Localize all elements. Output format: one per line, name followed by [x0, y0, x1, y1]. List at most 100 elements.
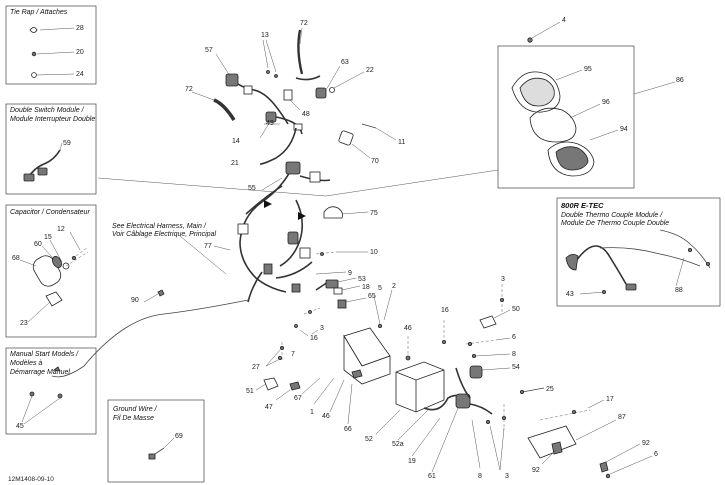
mid-parts: 53 18 65 3 16 27 7 51 47 67 1 46 [246, 276, 376, 420]
thermo-module [565, 254, 579, 271]
callout-12: 12 [57, 226, 65, 233]
wire-57 [231, 79, 289, 125]
callout-68: 68 [12, 255, 20, 262]
etec-box: 800R E-TEC Double Thermo Couple Module /… [556, 197, 721, 307]
callout-43: 43 [566, 291, 574, 298]
thermo-lead-a [573, 245, 627, 285]
callout-22: 22 [366, 67, 374, 74]
callout-59: 59 [63, 140, 71, 147]
tie-rap-clip [29, 27, 38, 33]
callout-67: 67 [294, 395, 302, 402]
callout-6-right: 6 [512, 334, 516, 341]
ground-wire-title-2: Fil De Masse [113, 415, 154, 422]
capacitor-box: Capacitor / Condensateur 12 15 60 68 23 [5, 204, 97, 338]
callout-57: 57 [205, 47, 213, 54]
gasket-96 [529, 107, 577, 143]
connector-57b [243, 85, 253, 95]
callout-69: 69 [175, 433, 183, 440]
callout-7: 7 [291, 351, 295, 358]
callout-90: 90 [131, 297, 139, 304]
callout-8-right: 8 [512, 351, 516, 358]
solenoid [455, 393, 471, 409]
capacitor-screw [72, 255, 77, 260]
wire-21 [259, 127, 297, 165]
callout-5: 5 [378, 285, 382, 292]
part-75 [323, 206, 343, 219]
callout-66: 66 [344, 426, 352, 433]
connector-55 [285, 161, 301, 175]
tube-72-top [297, 29, 304, 75]
callout-49: 49 [266, 120, 274, 127]
callout-8-lower: 8 [478, 473, 482, 480]
cover-assembly-box: 86 4 95 96 94 [497, 17, 684, 189]
callout-70: 70 [371, 158, 379, 165]
double-switch-title-2: Module Interrupteur Double [10, 116, 95, 123]
ground-lug [148, 453, 156, 460]
callout-18: 18 [362, 284, 370, 291]
manual-start-screw-b [57, 393, 63, 399]
callout-48: 48 [302, 111, 310, 118]
connector-57 [225, 73, 239, 87]
callout-3-mid: 3 [320, 325, 324, 332]
callout-46-lower: 46 [322, 413, 330, 420]
callout-2: 2 [392, 283, 396, 290]
callout-16-right: 16 [441, 307, 449, 314]
manual-start-title-3: Démarrage Manuel [10, 369, 70, 376]
harness-long-lead [51, 299, 249, 378]
callout-9: 9 [348, 270, 352, 277]
manual-start-box: Manual Start Models / Modèles à Démarrag… [5, 347, 97, 435]
etec-subtitle-2: Module De Thermo Couple Double [561, 220, 669, 227]
capacitor-end [52, 256, 62, 268]
callout-21: 21 [231, 160, 239, 167]
callout-52: 52 [365, 436, 373, 443]
callout-77: 77 [204, 243, 212, 250]
callout-13: 13 [261, 32, 269, 39]
electronic-box-area: 66 46 52 52a 19 61 8 [343, 325, 493, 480]
callout-96: 96 [602, 99, 610, 106]
callout-17: 17 [606, 396, 614, 403]
part-48 [283, 89, 293, 101]
callout-24: 24 [76, 71, 84, 78]
callout-46-upper: 46 [404, 325, 412, 332]
callout-27: 27 [252, 364, 260, 371]
diagram-id: 12M1408-09-10 [8, 476, 54, 483]
callout-92-left: 92 [532, 467, 540, 474]
harness-note-1: See Electrical Harness, Main / [112, 223, 207, 230]
callout-87: 87 [618, 414, 626, 421]
top-center-parts: 57 13 72 72 63 22 48 14 49 21 [185, 20, 405, 167]
callout-92-right: 92 [642, 440, 650, 447]
callout-11: 11 [398, 139, 405, 146]
arrow-mark-b [298, 212, 306, 220]
nut-46 [405, 355, 411, 361]
callout-25: 25 [546, 386, 554, 393]
callout-88: 88 [675, 287, 683, 294]
tie-rap-ring [31, 72, 37, 78]
callout-3-lower: 3 [505, 473, 509, 480]
callout-23: 23 [20, 320, 28, 327]
sensor-53 [325, 279, 339, 289]
capacitor-bracket [45, 291, 63, 307]
callout-14: 14 [232, 138, 240, 145]
callout-52a: 52a [392, 441, 404, 448]
ground-wire-box: Ground Wire / Fil De Masse 69 [107, 399, 205, 483]
callout-6-lower: 6 [654, 451, 658, 458]
tube-72-left [213, 98, 236, 121]
etec-subtitle-1: Double Thermo Couple Module / [561, 212, 663, 219]
double-switch-module-box: Double Switch Module / Module Interrupte… [5, 103, 97, 195]
callout-28: 28 [76, 25, 84, 32]
right-parts: 5 2 16 3 50 6 8 54 25 3 [373, 276, 658, 480]
screw-4 [527, 37, 533, 43]
relay-54 [469, 365, 483, 379]
manual-start-screw-a [29, 391, 35, 397]
callout-95: 95 [584, 66, 592, 73]
switch-harness [27, 149, 61, 179]
callout-72-left: 72 [185, 86, 193, 93]
tie-rap-plug [31, 51, 37, 57]
bracket-50 [479, 315, 497, 329]
callout-72-top: 72 [300, 20, 308, 27]
callout-75: 75 [370, 210, 378, 217]
capacitor-title: Capacitor / Condensateur [10, 209, 90, 216]
clip-47 [289, 381, 301, 391]
callout-50: 50 [512, 306, 520, 313]
